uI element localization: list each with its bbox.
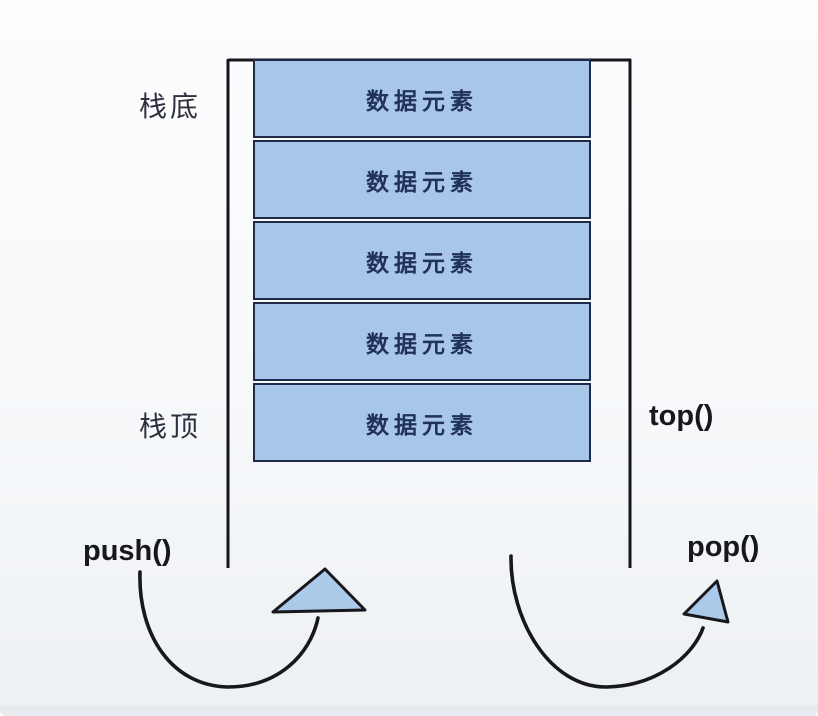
stack-cell-2: 数据元素 [253, 140, 591, 219]
top-function-label: top() [649, 400, 714, 432]
push-arrow-curve [138, 570, 320, 689]
footer-strip [0, 705, 818, 716]
push-function-label: push() [83, 535, 172, 567]
stack-cells: 数据元素 数据元素 数据元素 数据元素 数据元素 [253, 59, 591, 464]
push-arrow-head [271, 567, 367, 614]
stack-bottom-label: 栈底 [139, 91, 202, 122]
pop-arrow-icon [509, 554, 730, 689]
stack-cell-5: 数据元素 [253, 383, 591, 462]
pop-arrow-head [682, 579, 730, 624]
stack-cell-1: 数据元素 [253, 59, 591, 138]
stack-cell-4: 数据元素 [253, 302, 591, 381]
stack-top-label: 栈顶 [139, 411, 202, 442]
pop-function-label: pop() [687, 531, 760, 563]
pop-arrow-curve [509, 554, 705, 689]
stack-cell-3: 数据元素 [253, 221, 591, 300]
push-arrow-icon [138, 567, 367, 689]
